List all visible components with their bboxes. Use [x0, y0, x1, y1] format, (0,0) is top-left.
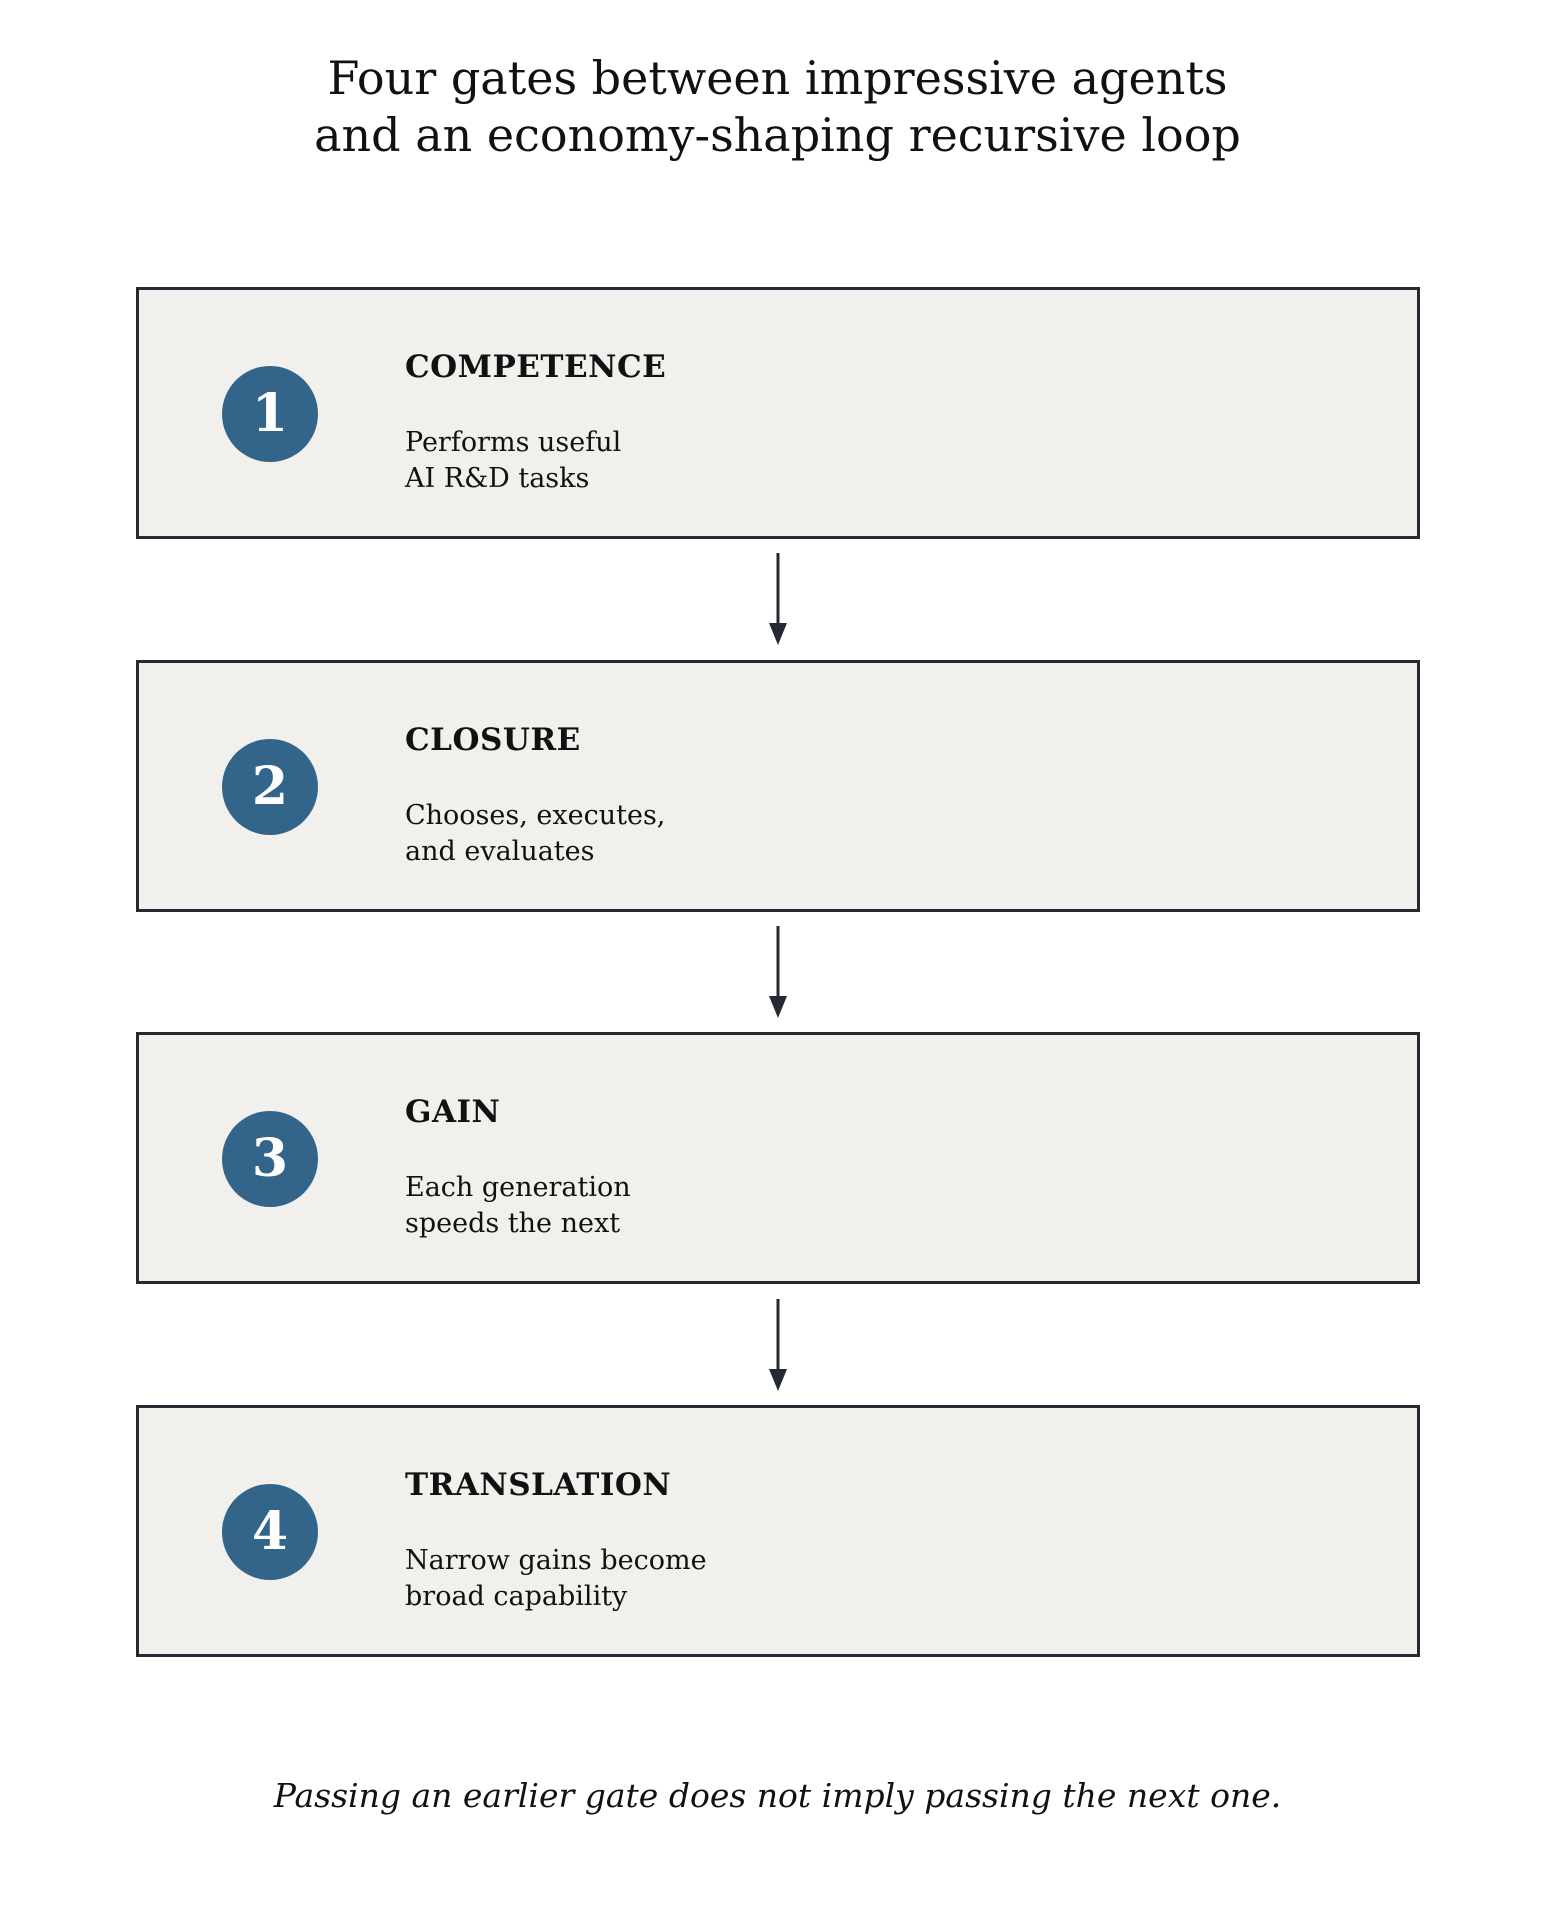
gate-description-line: speeds the next — [405, 1208, 621, 1239]
gate-number-badge: 4 — [222, 1484, 318, 1580]
footnote: Passing an earlier gate does not imply p… — [273, 1776, 1282, 1815]
gate-name: GAIN — [405, 1094, 501, 1130]
gate-name: TRANSLATION — [405, 1467, 672, 1503]
gate-number-badge: 2 — [222, 739, 318, 835]
gate-description-line: Each generation — [405, 1172, 631, 1203]
gate-description: Performs useful AI R&D tasks — [405, 425, 621, 497]
gate-description: Narrow gains become broad capability — [405, 1543, 707, 1615]
title-line-2: and an economy-shaping recursive loop — [314, 108, 1241, 162]
gate-description-line: Chooses, executes, — [405, 800, 666, 831]
gate-box-gain: 3 GAIN Each generation speeds the next — [136, 1032, 1420, 1284]
down-arrow-icon — [769, 553, 787, 645]
gate-box-closure: 2 CLOSURE Chooses, executes, and evaluat… — [136, 660, 1420, 912]
down-arrow-icon — [769, 926, 787, 1018]
gate-name: CLOSURE — [405, 722, 581, 758]
gate-description-line: Narrow gains become — [405, 1545, 707, 1576]
diagram-title: Four gates between impressive agents and… — [0, 50, 1555, 164]
gate-description-line: and evaluates — [405, 836, 595, 867]
gate-box-translation: 4 TRANSLATION Narrow gains become broad … — [136, 1405, 1420, 1657]
gate-description: Each generation speeds the next — [405, 1170, 631, 1242]
gate-description: Chooses, executes, and evaluates — [405, 798, 665, 870]
title-line-1: Four gates between impressive agents — [327, 51, 1228, 105]
gate-box-competence: 1 COMPETENCE Performs useful AI R&D task… — [136, 287, 1420, 539]
gate-description-line: AI R&D tasks — [405, 463, 590, 494]
gate-description-line: broad capability — [405, 1581, 628, 1612]
gate-description-line: Performs useful — [405, 427, 622, 458]
gate-name: COMPETENCE — [405, 349, 667, 385]
gate-number-badge: 3 — [222, 1111, 318, 1207]
down-arrow-icon — [769, 1299, 787, 1391]
gate-number-badge: 1 — [222, 366, 318, 462]
